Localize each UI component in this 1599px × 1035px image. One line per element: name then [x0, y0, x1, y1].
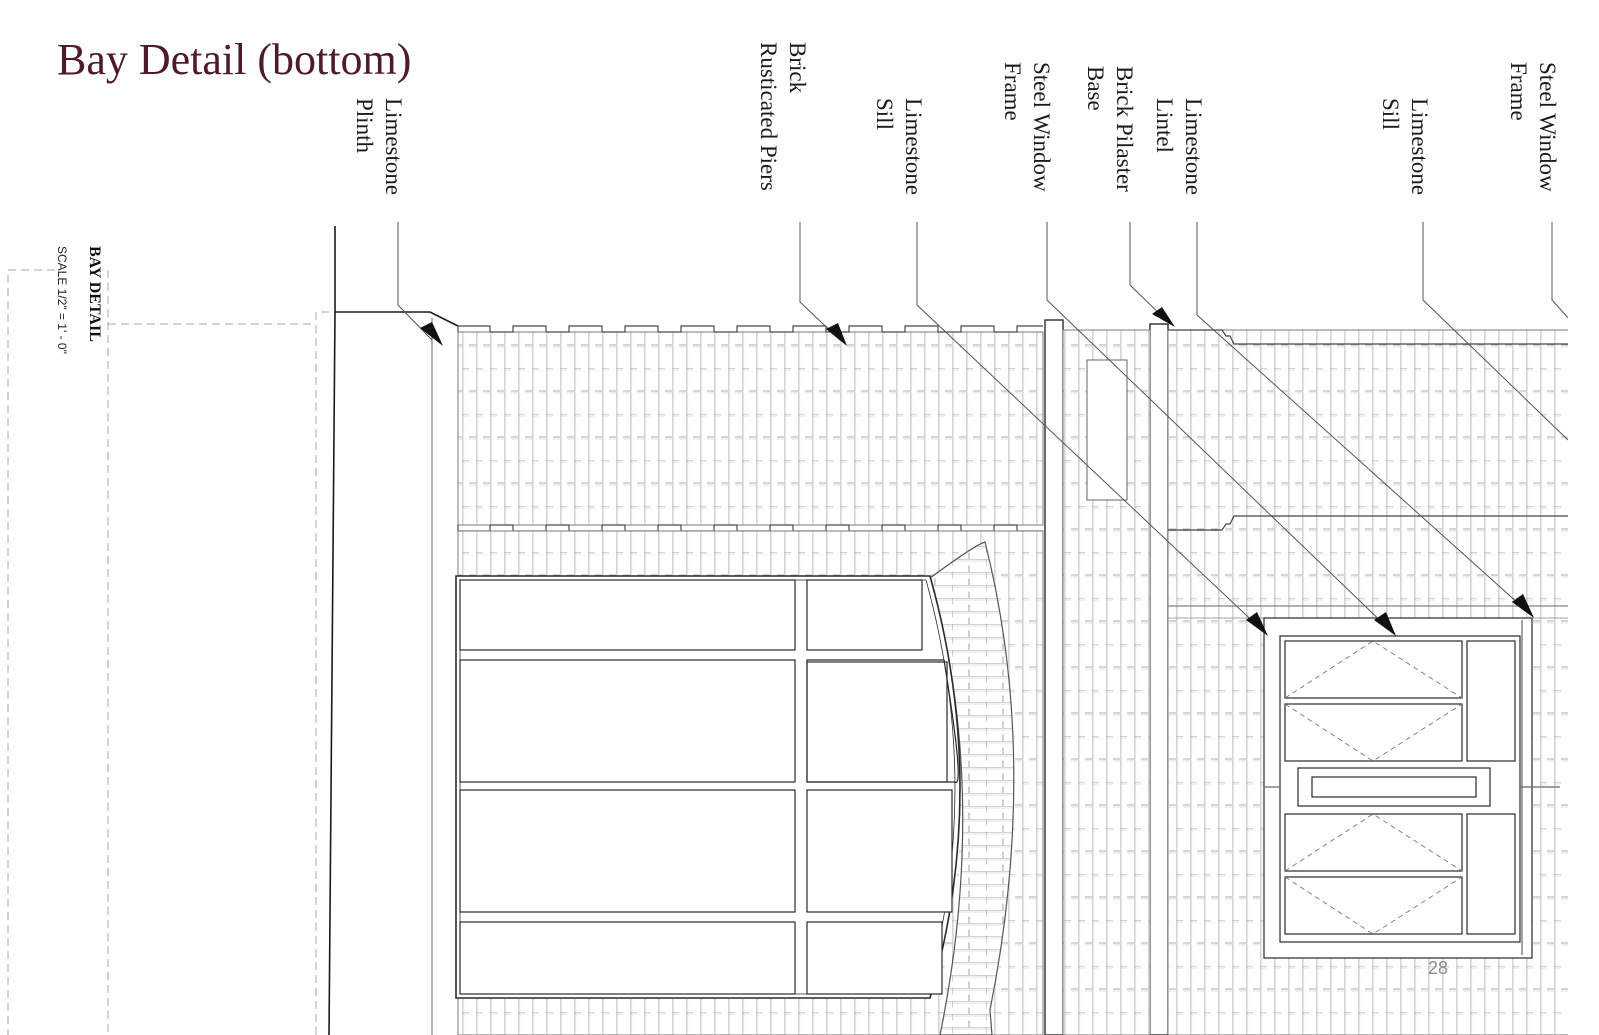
callout-brick-pilaster-base: Brick Pilaster Base	[1083, 66, 1137, 192]
main-window	[455, 575, 961, 999]
callout-steel-window-frame-right: Steel Window Frame	[1506, 62, 1560, 192]
callouts: Limestone Plinth Brick Rusticated Piers …	[352, 42, 1560, 195]
callout-limestone-sill: Limestone Sill	[872, 98, 926, 195]
page-title: Bay Detail (bottom)	[57, 35, 412, 84]
callout-line2: Sill	[872, 98, 897, 130]
callout-line1: Brick Pilaster	[1112, 66, 1137, 192]
callout-line1: Limestone	[901, 98, 926, 195]
callout-line2: Base	[1083, 66, 1108, 111]
callout-line2: Frame	[1000, 62, 1025, 121]
callout-limestone-sill-right: Limestone Sill	[1378, 98, 1432, 195]
callout-limestone-plinth: Limestone Plinth	[352, 98, 406, 195]
leader-lines	[397, 222, 1568, 631]
callout-line2: Sill	[1378, 98, 1403, 130]
callout-line2: Rusticated Piers	[756, 42, 781, 191]
wall-profile	[328, 226, 459, 1035]
callout-line1: Steel Window	[1029, 62, 1054, 192]
side-window	[1263, 617, 1560, 959]
leader-arrowheads	[420, 307, 1534, 636]
callout-line1: Steel Window	[1535, 62, 1560, 192]
detail-boundary	[7, 269, 334, 1035]
callout-limestone-lintel: Limestone Lintel	[1152, 98, 1206, 195]
detail-label-title: BAY DETAIL	[86, 246, 103, 342]
callout-line1: Limestone	[1407, 98, 1432, 195]
pilaster-base	[1062, 329, 1151, 1035]
arch-brickwork	[929, 541, 1015, 1035]
page-number: 28	[1428, 958, 1448, 978]
callout-brick-rusticated-piers: Brick Rusticated Piers	[756, 42, 810, 191]
callout-line2: Plinth	[352, 98, 377, 153]
detail-label: BAY DETAIL	[86, 246, 103, 342]
callout-steel-window-frame: Steel Window Frame	[1000, 62, 1054, 192]
callout-line1: Limestone	[381, 98, 406, 195]
detail-label-scale-group: SCALE 1/2" = 1' - 0"	[55, 246, 69, 354]
callout-line2: Frame	[1506, 62, 1531, 121]
detail-label-scale: SCALE 1/2" = 1' - 0"	[55, 246, 69, 354]
callout-line1: Limestone	[1181, 98, 1206, 195]
callout-line2: Lintel	[1152, 98, 1177, 153]
callout-line1: Brick	[785, 42, 810, 94]
